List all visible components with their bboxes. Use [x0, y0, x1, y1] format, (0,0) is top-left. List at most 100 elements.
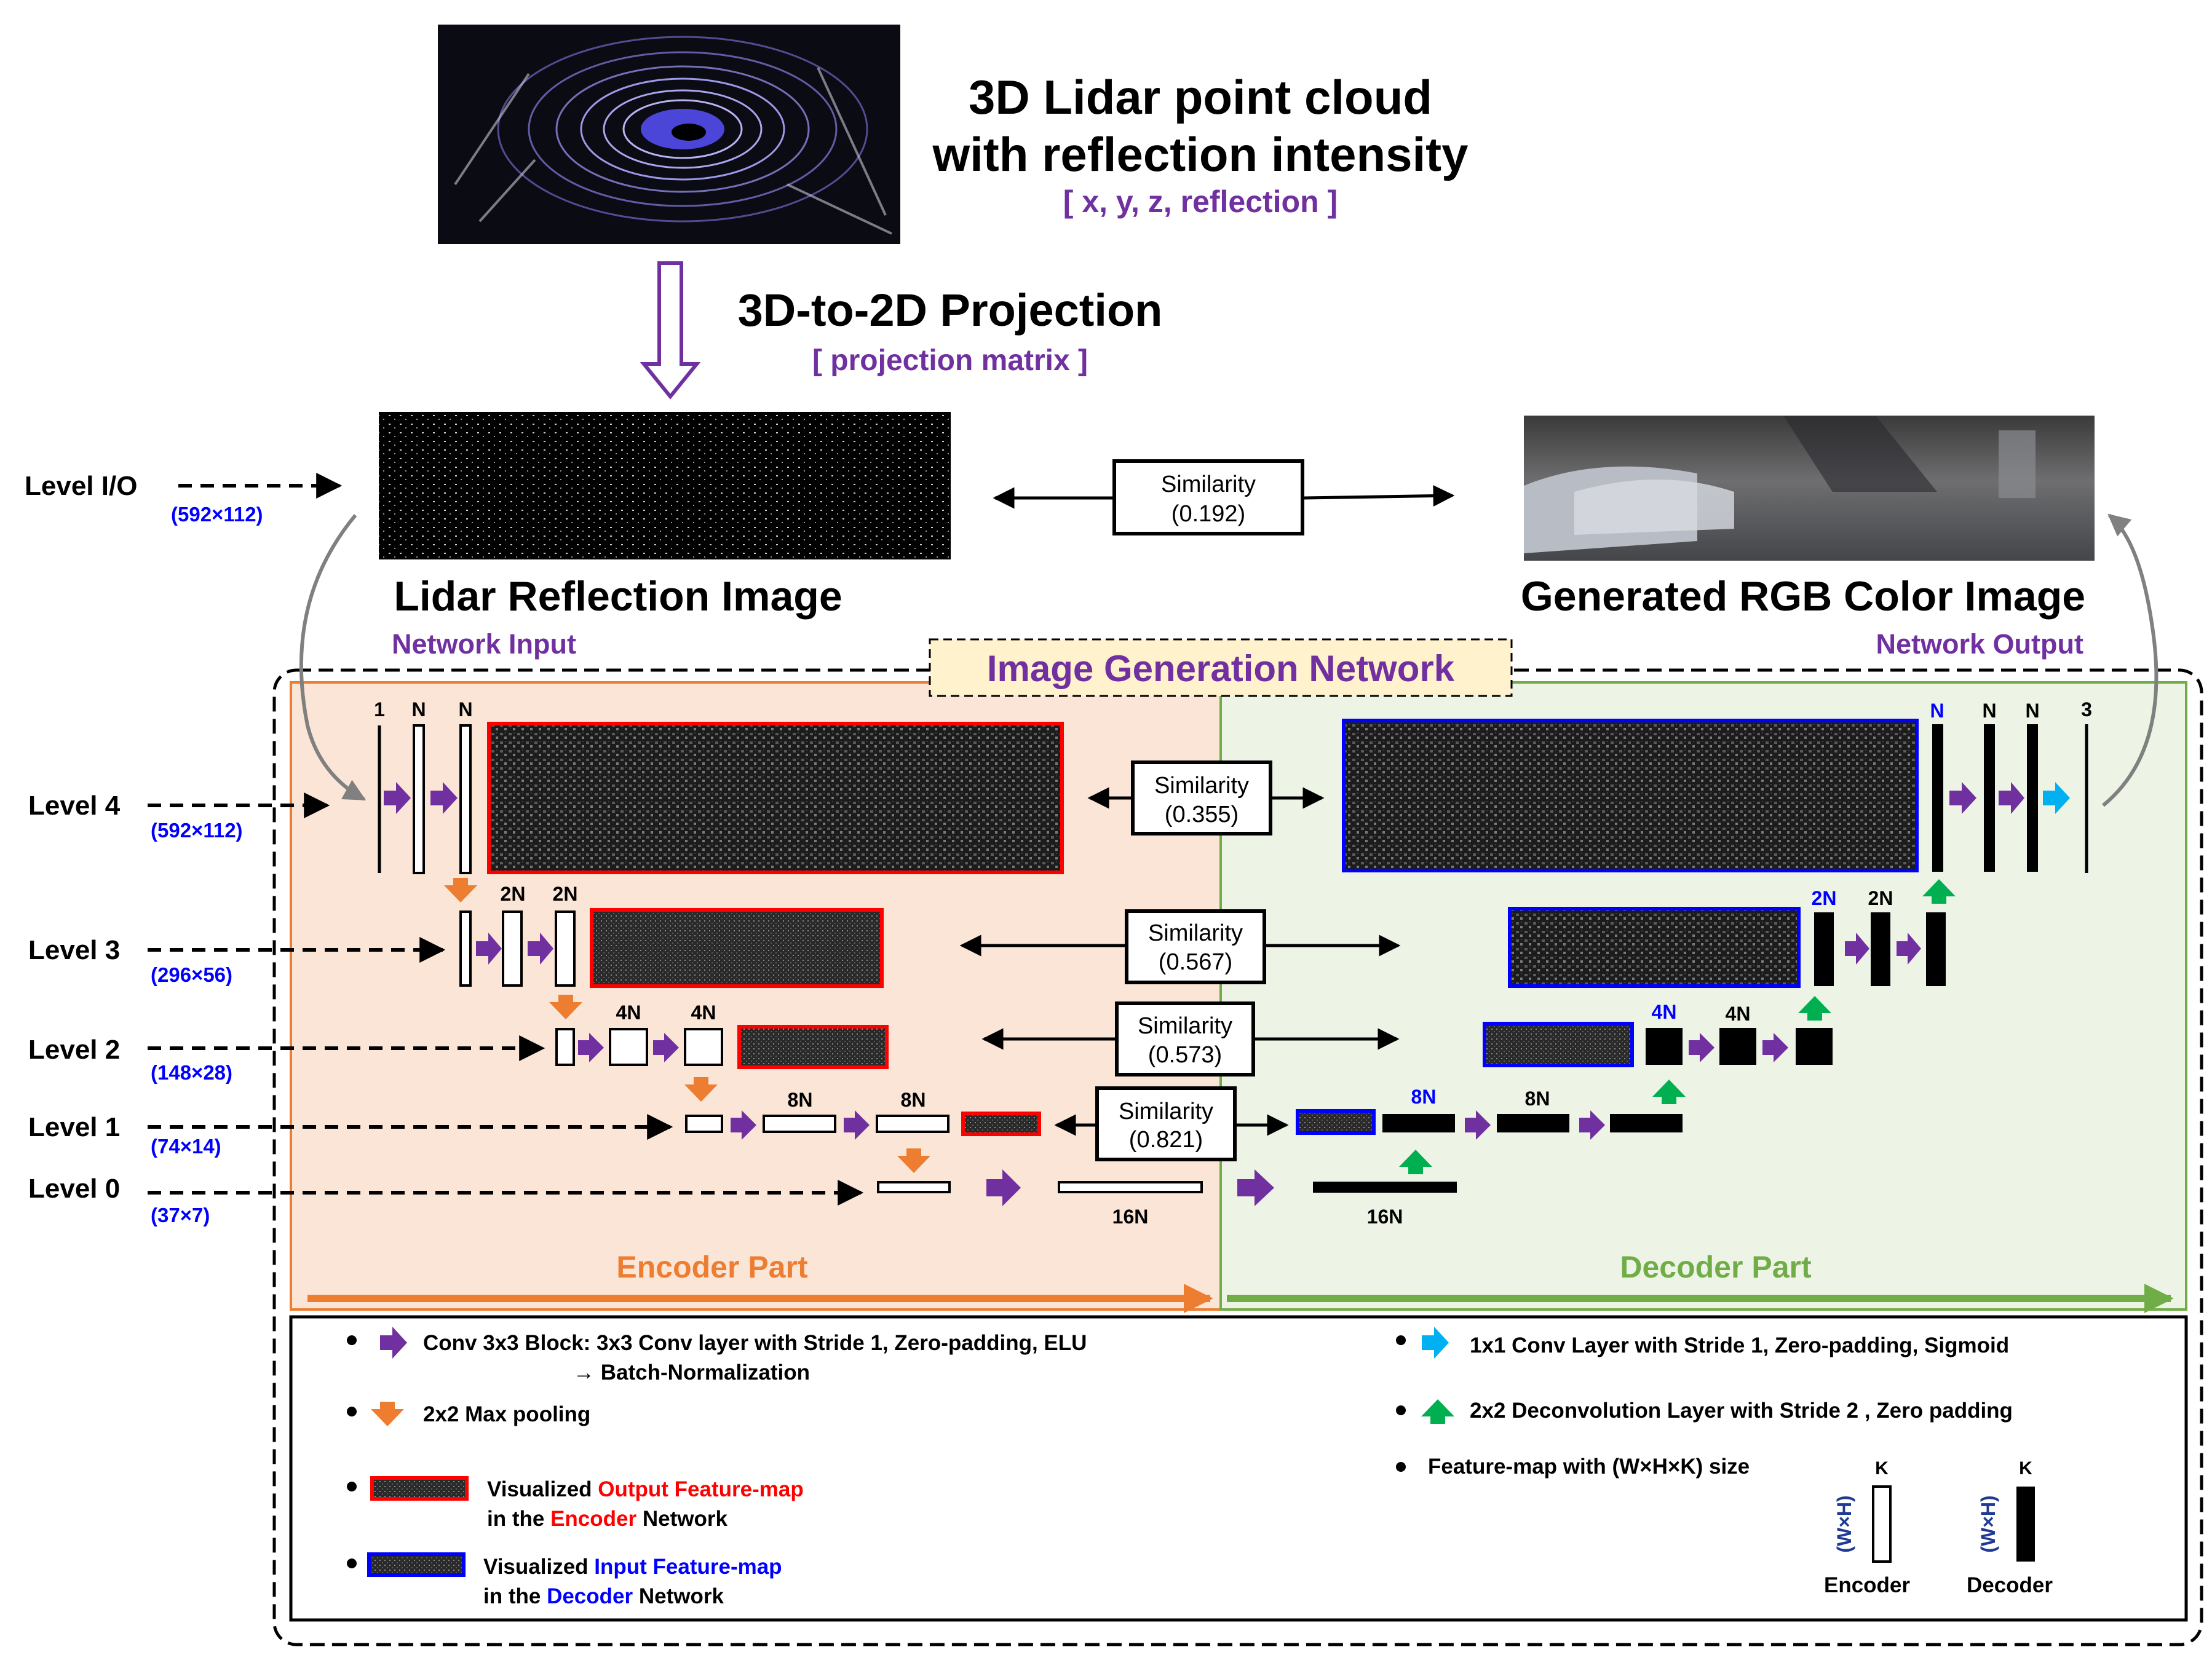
dec4-visualized-input [1342, 719, 1919, 872]
legend-k-decoder: K [2019, 1458, 2032, 1479]
dec1-featuremap-1 [1382, 1114, 1455, 1132]
enc4-channel-1: 1 [374, 698, 385, 721]
legend-wh-decoder: (W×H) [1977, 1495, 1999, 1552]
enc2-featuremap-1 [609, 1028, 648, 1066]
legend-bullet [347, 1558, 357, 1568]
enc3-featuremap-2 [555, 911, 576, 987]
legend-wh-encoder: (W×H) [1833, 1495, 1855, 1552]
dec1-channel-1: 8N [1411, 1086, 1437, 1108]
dec4-channel-1: N [1930, 700, 1944, 722]
io-similarity-value: (0.192) [1171, 501, 1245, 527]
legend-conv-text: Conv 3x3 Block: 3x3 Conv layer with Stri… [423, 1331, 1087, 1355]
level-0-row: Level 0 (37×7) [28, 1174, 864, 1227]
dec1-featuremap-3 [1610, 1114, 1683, 1132]
dec1-featuremap-2 [1497, 1114, 1569, 1132]
conv-arrow [1689, 1033, 1714, 1062]
conv-arrow [1845, 933, 1869, 965]
l4-similarity-box [1131, 760, 1272, 835]
l2-similarity-label: Similarity [1138, 1013, 1232, 1039]
dec3-featuremap-2 [1871, 912, 1890, 986]
conv1x1-arrow [2043, 782, 2070, 814]
legend-pool-icon [371, 1402, 404, 1426]
dec0-featuremap [1313, 1182, 1457, 1193]
dec3-visualized-input [1508, 907, 1801, 988]
legend-k-encoder: K [1875, 1458, 1889, 1479]
legend-bullet [347, 1335, 357, 1345]
conv-arrow [528, 933, 553, 965]
enc4-channel-2: N [411, 698, 426, 721]
legend-conv1x1-text: 1x1 Conv Layer with Stride 1, Zero-paddi… [1470, 1333, 2009, 1357]
level-1-row: Level 1 (74×14) [28, 1112, 673, 1158]
enc2-visualized-output [737, 1025, 889, 1069]
l3-similarity-value: (0.567) [1159, 949, 1232, 975]
deconv-arrow [1399, 1150, 1432, 1174]
enc2-channel-2: 4N [691, 1001, 716, 1024]
conv-arrow [1949, 782, 1976, 814]
generated-rgb-image [1524, 416, 2095, 561]
conv-arrow [578, 1033, 604, 1062]
enc0-channel: 16N [1112, 1206, 1149, 1228]
legend-decoder-featuremap [2016, 1487, 2035, 1562]
legend-bullet [1396, 1462, 1406, 1472]
rgb-image-title: Generated RGB Color Image [1521, 573, 2085, 620]
l1-similarity-label: Similarity [1119, 1099, 1213, 1124]
legend-bullet [1396, 1335, 1406, 1345]
dec2-channel-1: 4N [1652, 1001, 1677, 1023]
enc4-channel-3: N [458, 698, 472, 721]
enc0-input-featuremap [877, 1181, 951, 1193]
top-title-line1: 3D Lidar point cloud [969, 70, 1432, 124]
enc1-channel-2: 8N [901, 1089, 926, 1111]
l1-similarity-box [1095, 1086, 1237, 1161]
enc1-input-featuremap [685, 1115, 723, 1133]
legend-bullet [1396, 1405, 1406, 1415]
legend-box [289, 1315, 2188, 1622]
legend-conv-icon [380, 1327, 407, 1359]
conv-arrow [430, 782, 458, 814]
projection-title: 3D-to-2D Projection [738, 285, 1163, 336]
level-4-label: Level 4 [28, 791, 121, 821]
level-3-row: Level 3 (296×56) [28, 935, 446, 986]
dec4-channel-2: N [1982, 700, 1996, 722]
legend-conv1x1-icon [1422, 1327, 1449, 1359]
dec3-featuremap-3 [1926, 912, 1946, 986]
dec3-channel-2: 2N [1868, 887, 1893, 909]
level-4-row: Level 4 (592×112) [28, 791, 330, 842]
legend-featmap-text: Feature-map with (W×H×K) size [1428, 1455, 1750, 1479]
legend-decoder-vis-line2: in the Decoder Network [483, 1584, 724, 1608]
enc0-featuremap [1058, 1181, 1203, 1193]
legend-pool-text: 2x2 Max pooling [423, 1402, 590, 1426]
conv-arrow [1465, 1110, 1491, 1140]
l3-similarity-box [1125, 909, 1266, 984]
l4-similarity-value: (0.355) [1165, 802, 1239, 828]
lidar-reflection-image [379, 412, 951, 559]
encoder-conv-arrows [384, 782, 1021, 1206]
enc2-input-featuremap [555, 1028, 575, 1066]
level-0-size: (37×7) [151, 1204, 210, 1227]
conv-arrow [1762, 1033, 1788, 1062]
legend-conv-text-2: → Batch-Normalization [573, 1361, 810, 1385]
pool-arrow [549, 995, 582, 1019]
legend-encoder-caption: Encoder [1824, 1573, 1910, 1597]
enc4-featuremap-1 [413, 724, 425, 874]
conv-arrow [1237, 1169, 1274, 1206]
rgb-image-subtitle: Network Output [1876, 628, 2083, 660]
legend-decoder-vis-line1: Visualized Input Feature-map [483, 1555, 782, 1579]
level-io-label: Level I/O [25, 471, 137, 501]
enc2-channel-1: 4N [616, 1001, 641, 1024]
dec1-channel-2: 8N [1525, 1088, 1550, 1110]
decoder-deconv-arrows [1399, 879, 1956, 1174]
legend-encoder-vis-icon [370, 1476, 469, 1501]
legend-bullet [347, 1482, 357, 1491]
l4-similarity-label: Similarity [1154, 773, 1249, 799]
output-curved-arrow [2102, 513, 2158, 807]
decoder-conv-arrows [1237, 782, 2024, 1206]
deconv-arrow [1922, 879, 1956, 904]
dec0-channel: 16N [1367, 1206, 1403, 1228]
enc1-visualized-output [961, 1112, 1041, 1136]
enc4-featuremap-2 [459, 724, 472, 874]
legend-decoder-caption: Decoder [1967, 1573, 2053, 1597]
l3-similarity-label: Similarity [1148, 920, 1243, 946]
top-title-line2: with reflection intensity [932, 127, 1468, 181]
pool-arrow [897, 1148, 930, 1173]
